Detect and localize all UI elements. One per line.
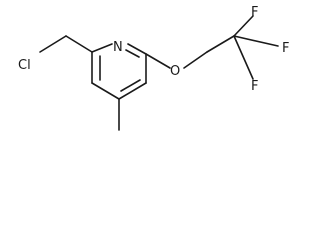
chlorine-label: Cl [18, 58, 31, 73]
bond-ch2-cf3 [206, 35, 235, 53]
bond-ch2-cl [39, 35, 67, 53]
bond-c3-c4 [91, 82, 120, 100]
structure-diagram: Cl N O F F F [18, 5, 289, 131]
bond-c6-o [145, 53, 171, 69]
bond-c4-c5 [118, 82, 147, 100]
bond-c6-n-inner [125, 49, 140, 58]
fluorine-right-label: F [282, 41, 289, 56]
nitrogen-label: N [113, 40, 123, 55]
bond-n-c1 [91, 43, 113, 53]
fluorine-bottom-label: F [251, 79, 258, 94]
bond-c4-c5-inner [120, 79, 141, 92]
bond-cf3-f-right [233, 35, 279, 47]
bond-c6-n [127, 43, 147, 55]
oxygen-label: O [170, 64, 180, 79]
fluorine-top-label: F [251, 5, 258, 20]
bond-cf3-f-bottom [233, 35, 254, 80]
bond-c2-ch2 [65, 35, 93, 53]
bond-o-ch2 [183, 51, 208, 69]
bond-cf3-f-top [233, 15, 254, 37]
